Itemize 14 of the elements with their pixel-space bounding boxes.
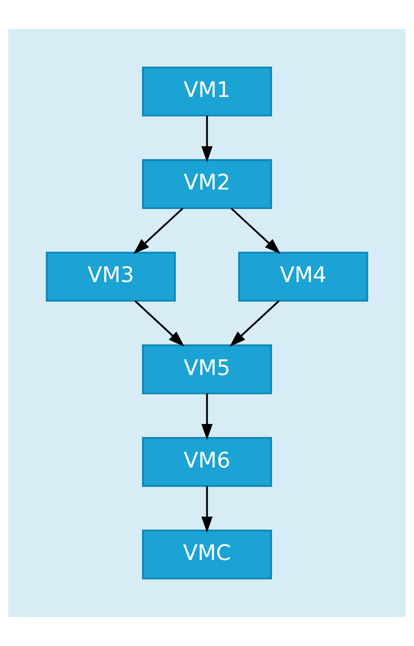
node-box: VM2	[142, 159, 272, 210]
arrow	[133, 208, 184, 254]
node-box: VM1	[142, 66, 272, 116]
arrow	[201, 116, 213, 162]
node-box: VM3	[46, 252, 176, 302]
arrow	[230, 300, 280, 347]
node-box: VM6	[142, 436, 272, 487]
node-box: VM4	[238, 252, 368, 302]
arrow	[201, 394, 213, 440]
node-box: VMC	[142, 530, 272, 580]
arrow	[134, 300, 184, 347]
node-box: VM5	[142, 344, 272, 394]
arrow	[230, 208, 281, 254]
arrow	[201, 486, 213, 533]
